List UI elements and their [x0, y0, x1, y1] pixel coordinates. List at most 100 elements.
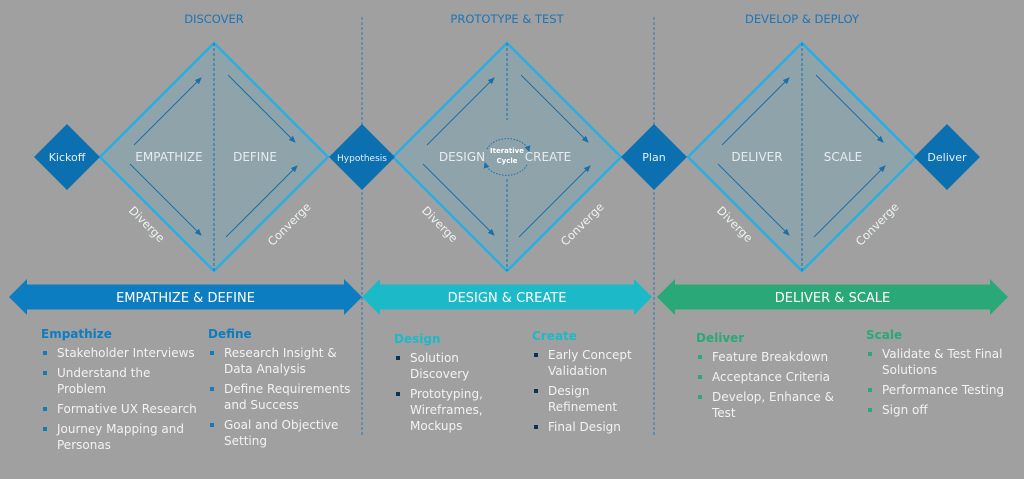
- bullet-icon: [534, 425, 538, 429]
- list-item: Acceptance Criteria: [696, 369, 846, 385]
- iterative-cycle-label: Cycle: [497, 157, 518, 165]
- bullet-icon: [868, 388, 872, 392]
- milestone-diamond: [34, 124, 100, 190]
- list-item-text: Validate & Test Final Solutions: [882, 347, 1003, 377]
- column-heading: Empathize: [41, 327, 112, 341]
- list-item-text: Design Refinement: [548, 384, 618, 414]
- diverge-down-arrow-icon: [129, 163, 202, 236]
- column-heading: Design: [394, 332, 441, 346]
- list-item-text: Solution Discovery: [410, 351, 470, 381]
- list-item-text: Performance Testing: [882, 383, 1005, 397]
- diamond-right-label: CREATE: [525, 150, 572, 164]
- milestone-label: Plan: [642, 151, 665, 164]
- list-item-text: Final Design: [548, 420, 621, 434]
- converge-down-arrow-icon: [815, 74, 884, 143]
- list-item: Early Concept Validation: [532, 347, 647, 379]
- diverge-down-arrow-icon: [717, 163, 790, 236]
- converge-down-arrow-icon: [227, 74, 296, 143]
- diamond-right-label: DEFINE: [233, 150, 277, 164]
- list-item-text: Feature Breakdown: [712, 350, 829, 364]
- column-heading: Scale: [866, 328, 903, 342]
- bullet-icon: [534, 389, 538, 393]
- list-item: Feature Breakdown: [696, 349, 846, 365]
- list-item: Prototyping, Wireframes, Mockups: [394, 386, 514, 434]
- milestone-label: Kickoff: [49, 151, 86, 164]
- list-item-text: Research Insight & Data Analysis: [224, 346, 337, 376]
- bullet-icon: [43, 371, 47, 375]
- bullet-icon: [210, 423, 214, 427]
- diverge-up-arrow-icon: [133, 77, 202, 146]
- bullet-icon: [868, 352, 872, 356]
- list-item: Understand the Problem: [41, 365, 201, 397]
- bullet-icon: [210, 387, 214, 391]
- milestone-deliver: Deliver: [914, 124, 980, 190]
- milestone-kickoff: Kickoff: [34, 124, 100, 190]
- bullet-icon: [698, 355, 702, 359]
- list-item: Solution Discovery: [394, 350, 514, 382]
- band-design-create: DESIGN & CREATE: [362, 279, 652, 315]
- list-item: Formative UX Research: [41, 401, 201, 417]
- list-item-text: Prototyping, Wireframes, Mockups: [410, 387, 483, 433]
- column-heading: Create: [532, 329, 577, 343]
- list-item: Research Insight & Data Analysis: [208, 345, 356, 377]
- milestone-diamond: [329, 124, 395, 190]
- bullet-icon: [534, 353, 538, 357]
- milestone-plan: Plan: [621, 124, 687, 190]
- list-item-text: Define Requirements and Success: [224, 382, 351, 412]
- phase-title-develop-deploy: DEVELOP & DEPLOY: [745, 12, 860, 26]
- band-double-arrow-icon: [657, 279, 1008, 315]
- bullet-icon: [868, 408, 872, 412]
- diverge-down-arrow-icon: [422, 163, 495, 236]
- bullet-icon: [43, 407, 47, 411]
- list-item-text: Sign off: [882, 403, 928, 417]
- iterative-cycle-label: Iterative: [490, 147, 524, 155]
- band-deliver-scale: DELIVER & SCALE: [657, 279, 1008, 315]
- bullet-icon: [210, 351, 214, 355]
- band-double-arrow-icon: [9, 279, 362, 315]
- diamond-shape: [686, 41, 918, 273]
- phase-title-prototype-test: PROTOTYPE & TEST: [450, 12, 564, 26]
- list-item: Performance Testing: [866, 382, 1016, 398]
- band-label: DELIVER & SCALE: [775, 291, 891, 306]
- converge-up-arrow-icon: [813, 165, 886, 238]
- list-item: Validate & Test Final Solutions: [866, 346, 1016, 378]
- milestone-label: Hypothesis: [337, 154, 387, 164]
- list-item-text: Goal and Objective Setting: [224, 418, 339, 448]
- converge-up-arrow-icon: [225, 165, 298, 238]
- column-heading: Define: [208, 327, 252, 341]
- diverge-up-arrow-icon: [426, 77, 495, 146]
- list-item-text: Develop, Enhance & Test: [712, 390, 834, 420]
- bullet-icon: [43, 427, 47, 431]
- milestone-hypothesis: Hypothesis: [329, 124, 395, 190]
- bullet-icon: [396, 356, 400, 360]
- diamond-right-label: SCALE: [824, 150, 862, 164]
- bullet-icon: [698, 375, 702, 379]
- diamond-shape: [98, 41, 330, 273]
- list-item: Design Refinement: [532, 383, 647, 415]
- band-double-arrow-icon: [362, 279, 652, 315]
- list-item: Stakeholder Interviews: [41, 345, 201, 361]
- converge-down-arrow-icon: [520, 74, 589, 143]
- milestone-diamond: [621, 124, 687, 190]
- list-item-text: Early Concept Validation: [548, 348, 632, 378]
- band-label: DESIGN & CREATE: [448, 291, 567, 306]
- converge-up-arrow-icon: [518, 165, 591, 238]
- list-item: Define Requirements and Success: [208, 381, 356, 413]
- list-item-text: Journey Mapping and Personas: [57, 422, 185, 452]
- column-heading: Deliver: [696, 331, 745, 345]
